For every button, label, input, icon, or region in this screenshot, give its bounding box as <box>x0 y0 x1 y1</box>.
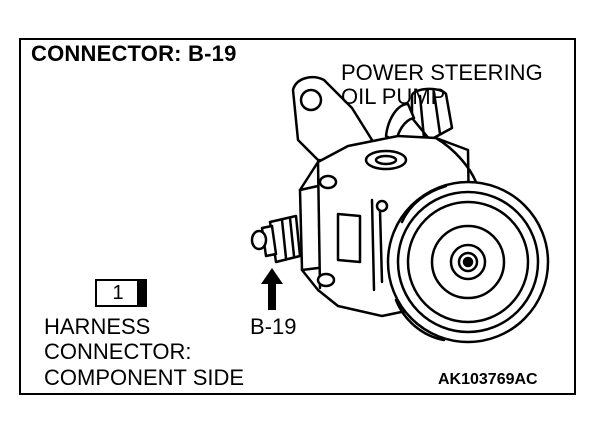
bracket-bolt-hole <box>299 88 323 112</box>
figure-code: AK103769AC <box>438 371 538 388</box>
arrow-up-icon <box>261 268 283 310</box>
diagram-frame <box>19 38 576 395</box>
connector-callout-label: B-19 <box>250 314 297 339</box>
connector-lock-tab <box>137 281 145 305</box>
harness-label-line1: HARNESS <box>44 314 151 339</box>
connector-b19-terminal <box>250 229 268 251</box>
harness-label-line2: CONNECTOR: <box>44 339 192 364</box>
harness-connector-pin-diagram: 1 <box>95 279 147 307</box>
diagram-title: CONNECTOR: B-19 <box>31 41 237 66</box>
housing-bolt <box>318 174 338 190</box>
component-label-line2: OIL PUMP <box>341 84 446 109</box>
connector-pin-number: 1 <box>112 282 124 304</box>
component-label-line1: POWER STEERING <box>341 60 543 85</box>
harness-label-line3: COMPONENT SIDE <box>44 365 245 390</box>
